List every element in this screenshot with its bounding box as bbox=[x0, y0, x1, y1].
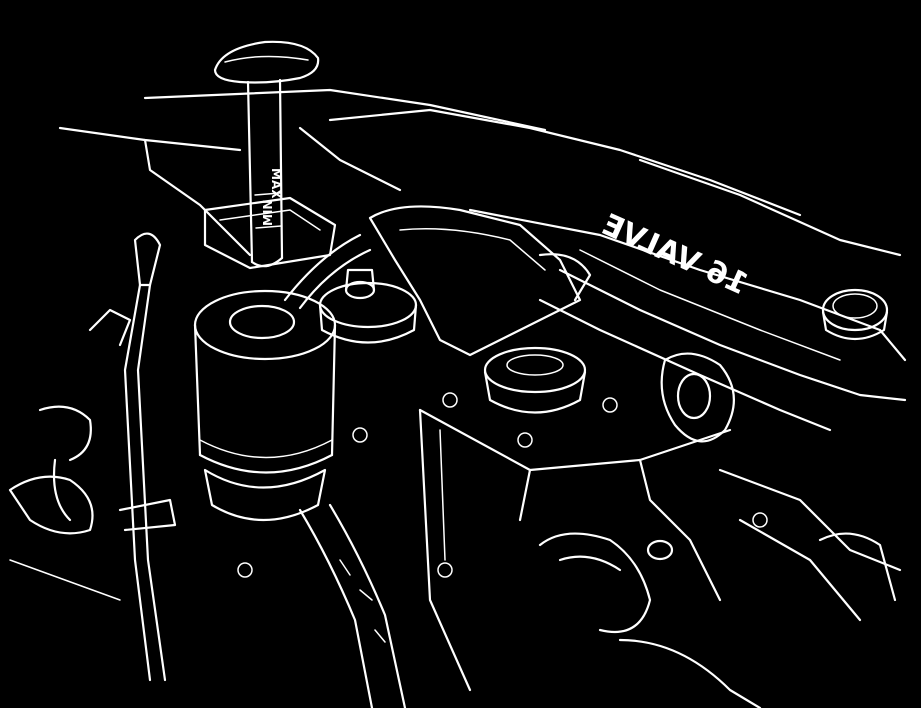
valve-cover-label: 16 VALVE bbox=[597, 207, 753, 302]
lifting-eye bbox=[660, 352, 735, 443]
left-hose bbox=[8, 405, 94, 535]
engine-block bbox=[418, 408, 732, 692]
fluid-reservoir bbox=[193, 289, 337, 521]
hood-edge-lines bbox=[58, 88, 902, 257]
reservoir-hose-top bbox=[283, 233, 372, 310]
oil-dipstick bbox=[123, 232, 167, 682]
left-bracket bbox=[9, 308, 177, 601]
air-intake-duct bbox=[368, 205, 592, 357]
dipstick-max-mark: MAX bbox=[269, 168, 283, 199]
lower-radiator-hose bbox=[298, 503, 407, 708]
right-side-hoses bbox=[618, 468, 902, 708]
hose-clamp bbox=[538, 532, 674, 634]
thermostat-cap bbox=[483, 346, 587, 414]
reservoir-dipstick: MAX MIN bbox=[213, 40, 320, 268]
oil-filler-cap bbox=[821, 288, 889, 340]
bolts bbox=[237, 392, 768, 578]
radiator-cap bbox=[318, 268, 418, 344]
